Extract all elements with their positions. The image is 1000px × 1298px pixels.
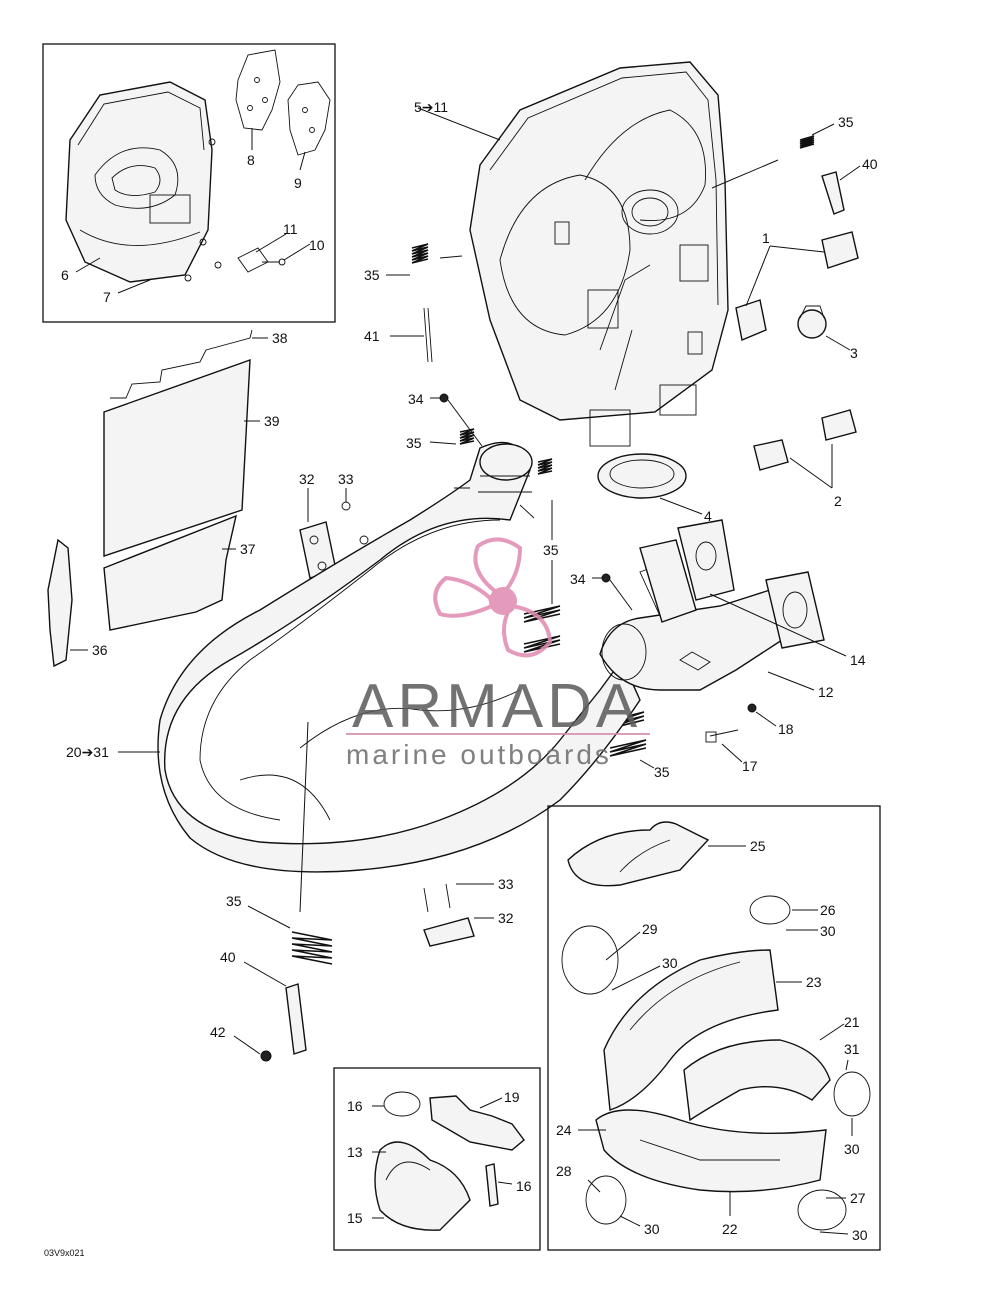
- callout-8: 8: [247, 152, 255, 168]
- callout-30-b: 30: [662, 955, 678, 971]
- callout-24: 24: [556, 1122, 572, 1138]
- callout-33-lower: 33: [498, 876, 514, 892]
- exhaust-manifold: 14 12 18 17: [599, 519, 866, 774]
- callout-22: 22: [722, 1221, 738, 1237]
- drawing-code: 03V9x021: [44, 1248, 85, 1258]
- callout-35-left: 35: [364, 267, 380, 283]
- callout-34-upper: 34: [408, 391, 424, 407]
- callout-19: 19: [504, 1089, 520, 1105]
- callout-9: 9: [294, 175, 302, 191]
- callout-32-upper: 32: [299, 471, 315, 487]
- bracket-lower: 33 32: [423, 876, 514, 947]
- callout-33-upper: 33: [338, 471, 354, 487]
- top-right-springs: 35 40: [711, 114, 878, 215]
- inset-hose-assembly: 25 26 30 29 30 23 21 31 30 24 28 30 22 2…: [547, 805, 881, 1251]
- callout-20-31: 20➔31: [66, 744, 109, 760]
- heat-shield-plates: 38 39 37 36: [47, 329, 288, 668]
- callout-40-top: 40: [862, 156, 878, 172]
- callout-30-e: 30: [852, 1227, 868, 1243]
- callout-25: 25: [750, 838, 766, 854]
- callout-35-top-right: 35: [838, 114, 854, 130]
- callout-30-d: 30: [644, 1221, 660, 1237]
- callout-10: 10: [309, 237, 325, 253]
- callout-16-b: 16: [516, 1178, 532, 1194]
- muffler-assembly: [469, 61, 729, 447]
- callout-35-pipe-mid: 35: [543, 542, 559, 558]
- callout-12: 12: [818, 684, 834, 700]
- callout-30-a: 30: [820, 923, 836, 939]
- callout-29: 29: [642, 921, 658, 937]
- callout-14: 14: [850, 652, 866, 668]
- callout-35-pipe-lower: 35: [654, 764, 670, 780]
- callout-36: 36: [92, 642, 108, 658]
- callout-15: 15: [347, 1210, 363, 1226]
- callout-35-pipe-upper: 35: [406, 435, 422, 451]
- clip-parts: 1 3 2: [735, 230, 859, 509]
- callout-26: 26: [820, 902, 836, 918]
- callout-40-bottom: 40: [220, 949, 236, 965]
- callout-4: 4: [704, 508, 712, 524]
- watermark: ARMADA marine outboards: [346, 537, 650, 770]
- callout-17: 17: [742, 758, 758, 774]
- callout-38: 38: [272, 330, 288, 346]
- callout-39: 39: [264, 413, 280, 429]
- callout-3: 3: [850, 345, 858, 361]
- callout-2: 2: [834, 493, 842, 509]
- callout-30-c: 30: [844, 1141, 860, 1157]
- callout-41: 41: [364, 328, 380, 344]
- callout-1: 1: [762, 230, 770, 246]
- callout-37: 37: [240, 541, 256, 557]
- callout-23: 23: [806, 974, 822, 990]
- inset-alt-hose: 16 13 15 19 16: [333, 1067, 541, 1251]
- bottom-left-fasteners: 35 40 42: [210, 721, 333, 1062]
- propeller-logo: [433, 537, 553, 658]
- callout-32-lower: 32: [498, 910, 514, 926]
- callout-11: 11: [283, 221, 298, 237]
- pipe-springs: 35 35 35: [406, 428, 670, 780]
- watermark-title: ARMADA: [352, 672, 641, 741]
- callout-21: 21: [844, 1014, 860, 1030]
- callout-35-bottom: 35: [226, 893, 242, 909]
- callout-6: 6: [61, 267, 69, 283]
- callout-16-a: 16: [347, 1098, 363, 1114]
- callout-18: 18: [778, 721, 794, 737]
- exhaust-gasket-ring: 4: [597, 453, 712, 524]
- fastener-34: 34 34: [408, 391, 633, 611]
- callout-42: 42: [210, 1024, 226, 1040]
- callout-13: 13: [347, 1144, 363, 1160]
- callout-7: 7: [103, 289, 111, 305]
- callout-31: 31: [844, 1041, 860, 1057]
- inset-muffler-detail: 8 9 11 10 6 7: [42, 43, 336, 323]
- callout-28: 28: [556, 1163, 572, 1179]
- watermark-subtitle: marine outboards: [346, 739, 612, 770]
- left-springs: 5➔11 35 41: [364, 99, 501, 363]
- callout-27: 27: [850, 1190, 866, 1206]
- callout-34-lower: 34: [570, 571, 586, 587]
- callout-5-11: 5➔11: [414, 99, 448, 115]
